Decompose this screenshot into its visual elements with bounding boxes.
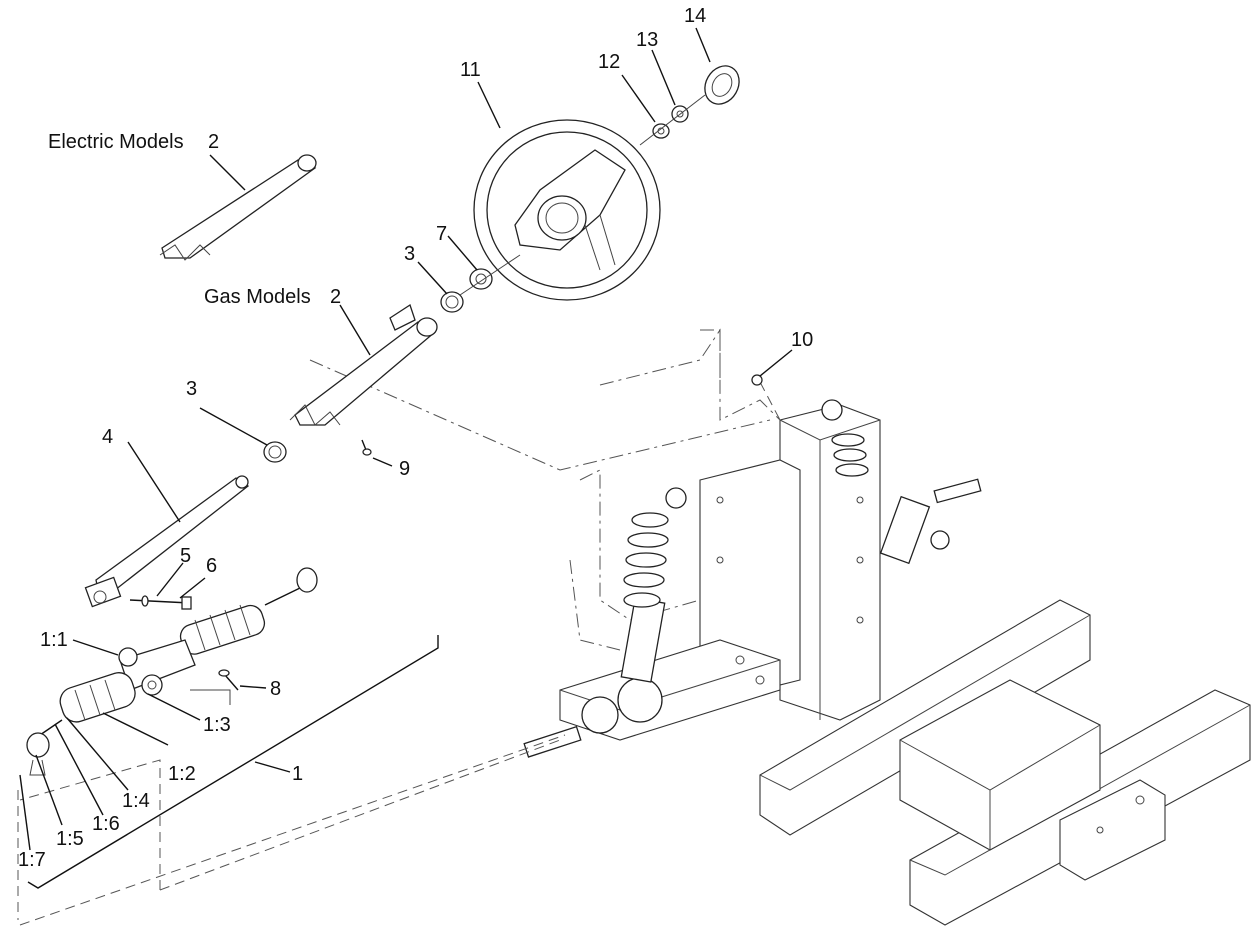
assembly-1-bracket (27, 635, 439, 889)
leader-lines (19, 27, 793, 851)
label-electric-models: Electric Models (48, 131, 184, 153)
callout-1-4: 1:4 (122, 790, 150, 812)
callout-1-6: 1:6 (92, 813, 120, 835)
callout-1-1: 1:1 (40, 629, 68, 651)
coil-spring (620, 487, 687, 683)
bolt-5-6 (129, 595, 192, 610)
callout-12: 12 (598, 51, 620, 73)
callout-7: 7 (436, 223, 447, 245)
steering-rack (26, 567, 318, 776)
callout-10: 10 (791, 329, 813, 351)
label-electric-models-num: 2 (208, 131, 219, 153)
bolt-8 (190, 669, 239, 705)
callout-11: 11 (460, 59, 481, 81)
callout-1-5: 1:5 (56, 828, 84, 850)
gas-models-column (289, 303, 438, 426)
callout-5: 5 (180, 545, 191, 567)
label-gas-models-num: 2 (330, 286, 341, 308)
nut-10 (751, 374, 763, 386)
electric-models-column (159, 154, 317, 261)
label-gas-models: Gas Models (204, 286, 311, 308)
screw-9 (361, 439, 372, 456)
chassis-frame (523, 328, 1251, 926)
callout-3-upper: 3 (404, 243, 415, 265)
callout-6: 6 (206, 555, 217, 577)
callout-labels: Electric Models 2 Gas Models 2 14 13 12 … (18, 5, 813, 871)
steering-wheel (473, 119, 661, 301)
callout-1-3: 1:3 (203, 714, 231, 736)
bearings-spacers (263, 254, 521, 463)
callout-1: 1 (292, 763, 303, 785)
callout-8: 8 (270, 678, 281, 700)
callout-1-7: 1:7 (18, 849, 46, 871)
callout-14: 14 (684, 5, 706, 27)
callout-1-2: 1:2 (168, 763, 196, 785)
assembly-lines (17, 359, 781, 926)
steering-shaft (84, 475, 250, 608)
right-shock (821, 399, 982, 565)
callout-9: 9 (399, 458, 410, 480)
hub-parts (639, 65, 740, 146)
callout-3-lower: 3 (186, 378, 197, 400)
callout-13: 13 (636, 29, 658, 51)
callout-4: 4 (102, 426, 113, 448)
